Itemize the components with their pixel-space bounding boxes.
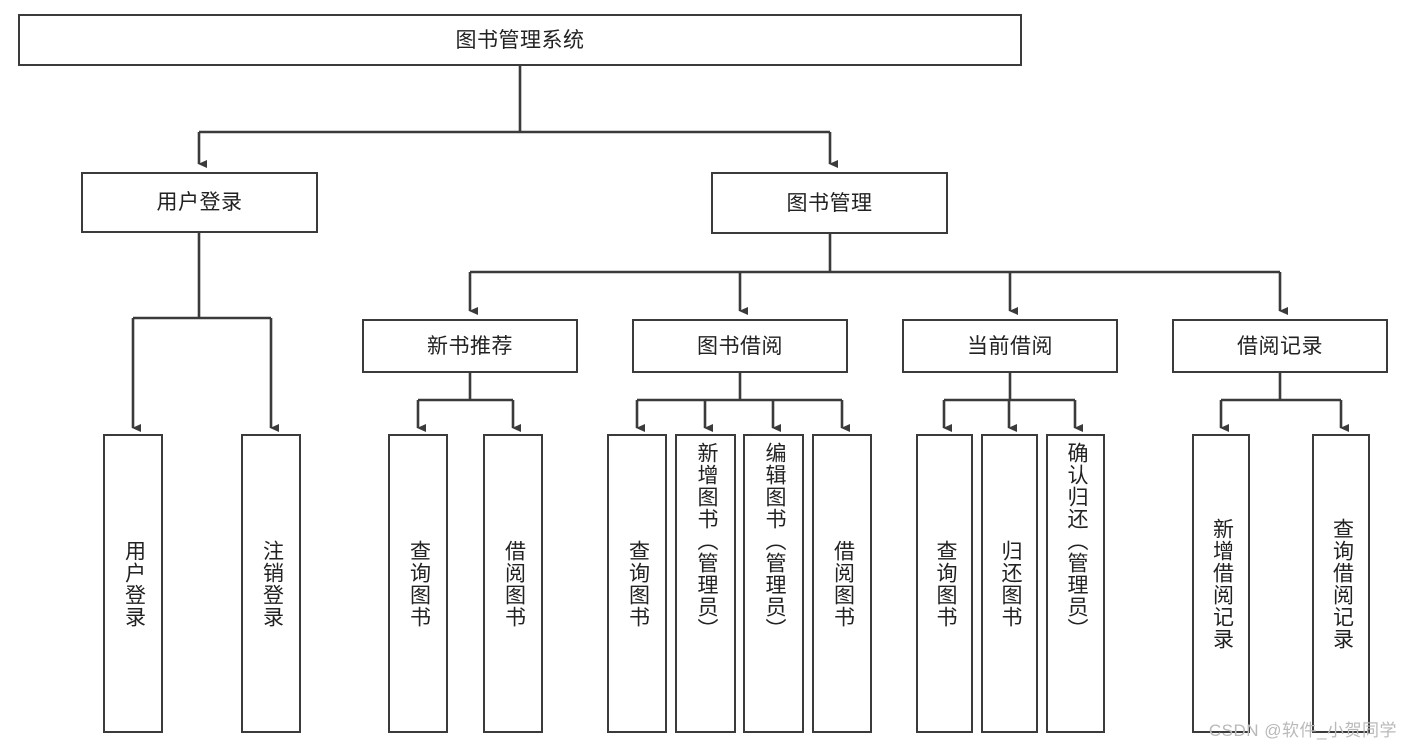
node-leaf-query-book-borrow[interactable]: 查询图书 <box>607 434 667 733</box>
node-leaf-return-book[interactable]: 归还图书 <box>981 434 1038 733</box>
node-label: 新书推荐 <box>427 334 513 358</box>
node-label: 查询图书 <box>407 539 431 628</box>
node-leaf-add-borrow-record[interactable]: 新增借阅记录 <box>1192 434 1250 733</box>
node-label: 新增借阅记录 <box>1210 517 1234 650</box>
node-label: 新增图书（管理员） <box>694 442 718 640</box>
node-label: 确认归还（管理员） <box>1064 442 1088 640</box>
node-root-book-management-system[interactable]: 图书管理系统 <box>18 14 1022 66</box>
node-label: 用户登录 <box>122 539 146 628</box>
node-leaf-user-login[interactable]: 用户登录 <box>103 434 163 733</box>
node-leaf-borrow-book[interactable]: 借阅图书 <box>812 434 872 733</box>
node-leaf-query-book-recommend[interactable]: 查询图书 <box>388 434 448 733</box>
node-leaf-query-book-current[interactable]: 查询图书 <box>916 434 973 733</box>
node-label: 注销登录 <box>260 539 284 628</box>
node-leaf-query-borrow-record[interactable]: 查询借阅记录 <box>1312 434 1370 733</box>
node-new-book-recommend[interactable]: 新书推荐 <box>362 319 578 373</box>
node-book-borrow[interactable]: 图书借阅 <box>632 319 848 373</box>
node-label: 编辑图书（管理员） <box>762 442 786 640</box>
node-borrow-record[interactable]: 借阅记录 <box>1172 319 1388 373</box>
node-book-management[interactable]: 图书管理 <box>711 172 948 234</box>
node-label: 图书管理 <box>786 191 873 215</box>
node-label: 借阅记录 <box>1237 334 1323 358</box>
node-leaf-user-logout[interactable]: 注销登录 <box>241 434 301 733</box>
node-current-borrow[interactable]: 当前借阅 <box>902 319 1118 373</box>
node-leaf-edit-book[interactable]: 编辑图书（管理员） <box>743 434 804 733</box>
node-label: 当前借阅 <box>967 334 1053 358</box>
node-leaf-borrow-book-recommend[interactable]: 借阅图书 <box>483 434 543 733</box>
node-label: 借阅图书 <box>502 539 526 628</box>
node-label: 借阅图书 <box>831 539 855 628</box>
node-label: 用户登录 <box>156 191 243 214</box>
node-user-login[interactable]: 用户登录 <box>81 172 318 233</box>
node-label: 查询借阅记录 <box>1330 517 1354 650</box>
node-label: 查询图书 <box>626 539 650 628</box>
node-label: 图书借阅 <box>697 334 783 358</box>
node-leaf-add-book[interactable]: 新增图书（管理员） <box>675 434 736 733</box>
node-leaf-confirm-return[interactable]: 确认归还（管理员） <box>1046 434 1105 733</box>
node-label: 归还图书 <box>998 539 1022 628</box>
node-label: 图书管理系统 <box>455 28 585 52</box>
node-label: 查询图书 <box>933 539 957 628</box>
